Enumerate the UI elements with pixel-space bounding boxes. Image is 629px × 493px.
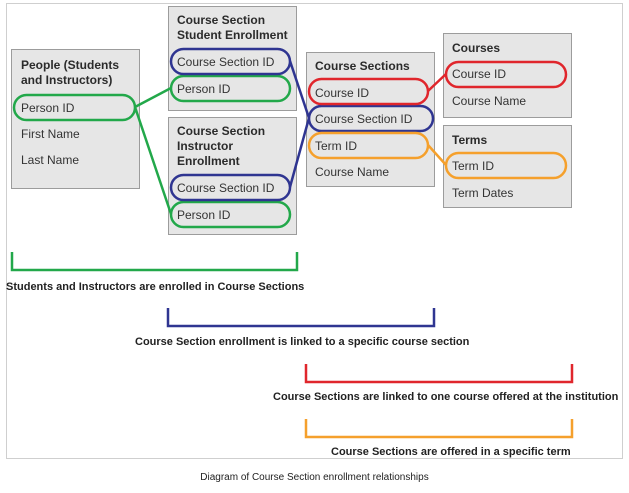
student-course-section-id-highlight	[169, 47, 292, 76]
student-enrollment-title-line1: Course Section	[177, 13, 266, 27]
blue-bracket	[166, 308, 436, 328]
blue-caption: Course Section enrollment is linked to a…	[135, 336, 470, 348]
course-id-link	[427, 73, 447, 92]
people-person-id-highlight	[12, 93, 137, 122]
person-id-link-instructor	[133, 106, 173, 215]
courses-table	[443, 33, 572, 118]
student-enrollment-title-line2: Student Enrollment	[177, 28, 288, 42]
student-enrollment-course-section-id: Course Section ID	[177, 55, 275, 69]
course-section-id-links	[166, 47, 436, 328]
course-id-links	[304, 60, 574, 384]
terms-term-id-highlight	[444, 151, 568, 180]
course-sections-title: Course Sections	[315, 59, 410, 73]
person-id-link-student	[134, 86, 172, 109]
term-id-link	[427, 144, 447, 166]
course-sections-term-id: Term ID	[315, 139, 357, 153]
terms-table	[443, 125, 572, 208]
course-sections-course-section-id: Course Section ID	[315, 112, 413, 126]
red-bracket	[304, 364, 574, 384]
people-title-line2: and Instructors)	[21, 73, 113, 87]
terms-title: Terms	[452, 133, 488, 147]
sections-course-id-highlight	[307, 77, 430, 106]
green-bracket	[10, 252, 299, 272]
courses-course-name: Course Name	[452, 94, 527, 108]
instructor-enrollment-title-line3: Enrollment	[177, 154, 240, 168]
instructor-enrollment-title-line1: Course Section	[177, 124, 266, 138]
student-enrollment-person-id: Person ID	[177, 82, 231, 96]
people-last-name: Last Name	[21, 153, 80, 167]
courses-title: Courses	[452, 41, 501, 55]
instructor-person-id-highlight	[169, 200, 292, 229]
student-person-id-highlight	[169, 74, 292, 103]
red-caption: Course Sections are linked to one course…	[273, 391, 619, 403]
people-title-line1: People (Students	[21, 58, 120, 72]
instructor-enrollment-course-section-id: Course Section ID	[177, 181, 275, 195]
green-caption: Students and Instructors are enrolled in…	[6, 281, 305, 293]
course-section-link-instructor	[288, 117, 311, 188]
person-id-links	[10, 74, 299, 272]
course-sections-course-name: Course Name	[315, 165, 390, 179]
instructor-enrollment-person-id: Person ID	[177, 208, 231, 222]
courses-course-id-highlight	[444, 60, 568, 89]
instructor-enrollment-title-line2: Instructor	[177, 139, 234, 153]
term-id-links	[304, 131, 574, 439]
orange-caption: Course Sections are offered in a specifi…	[331, 446, 571, 458]
people-person-id: Person ID	[21, 101, 75, 115]
figure-caption: Diagram of Course Section enrollment rel…	[200, 472, 429, 483]
terms-term-id: Term ID	[452, 159, 494, 173]
terms-term-dates: Term Dates	[452, 186, 514, 200]
people-first-name: First Name	[21, 127, 80, 141]
courses-course-id: Course ID	[452, 67, 507, 81]
orange-bracket	[304, 419, 574, 439]
course-sections-table	[306, 52, 435, 187]
course-section-link-student	[288, 60, 311, 119]
student-enrollment-table	[168, 6, 297, 111]
sections-term-id-highlight	[307, 131, 430, 160]
instructor-course-section-id-highlight	[169, 173, 292, 202]
course-sections-course-id: Course ID	[315, 86, 370, 100]
sections-course-section-id-highlight	[307, 104, 435, 133]
